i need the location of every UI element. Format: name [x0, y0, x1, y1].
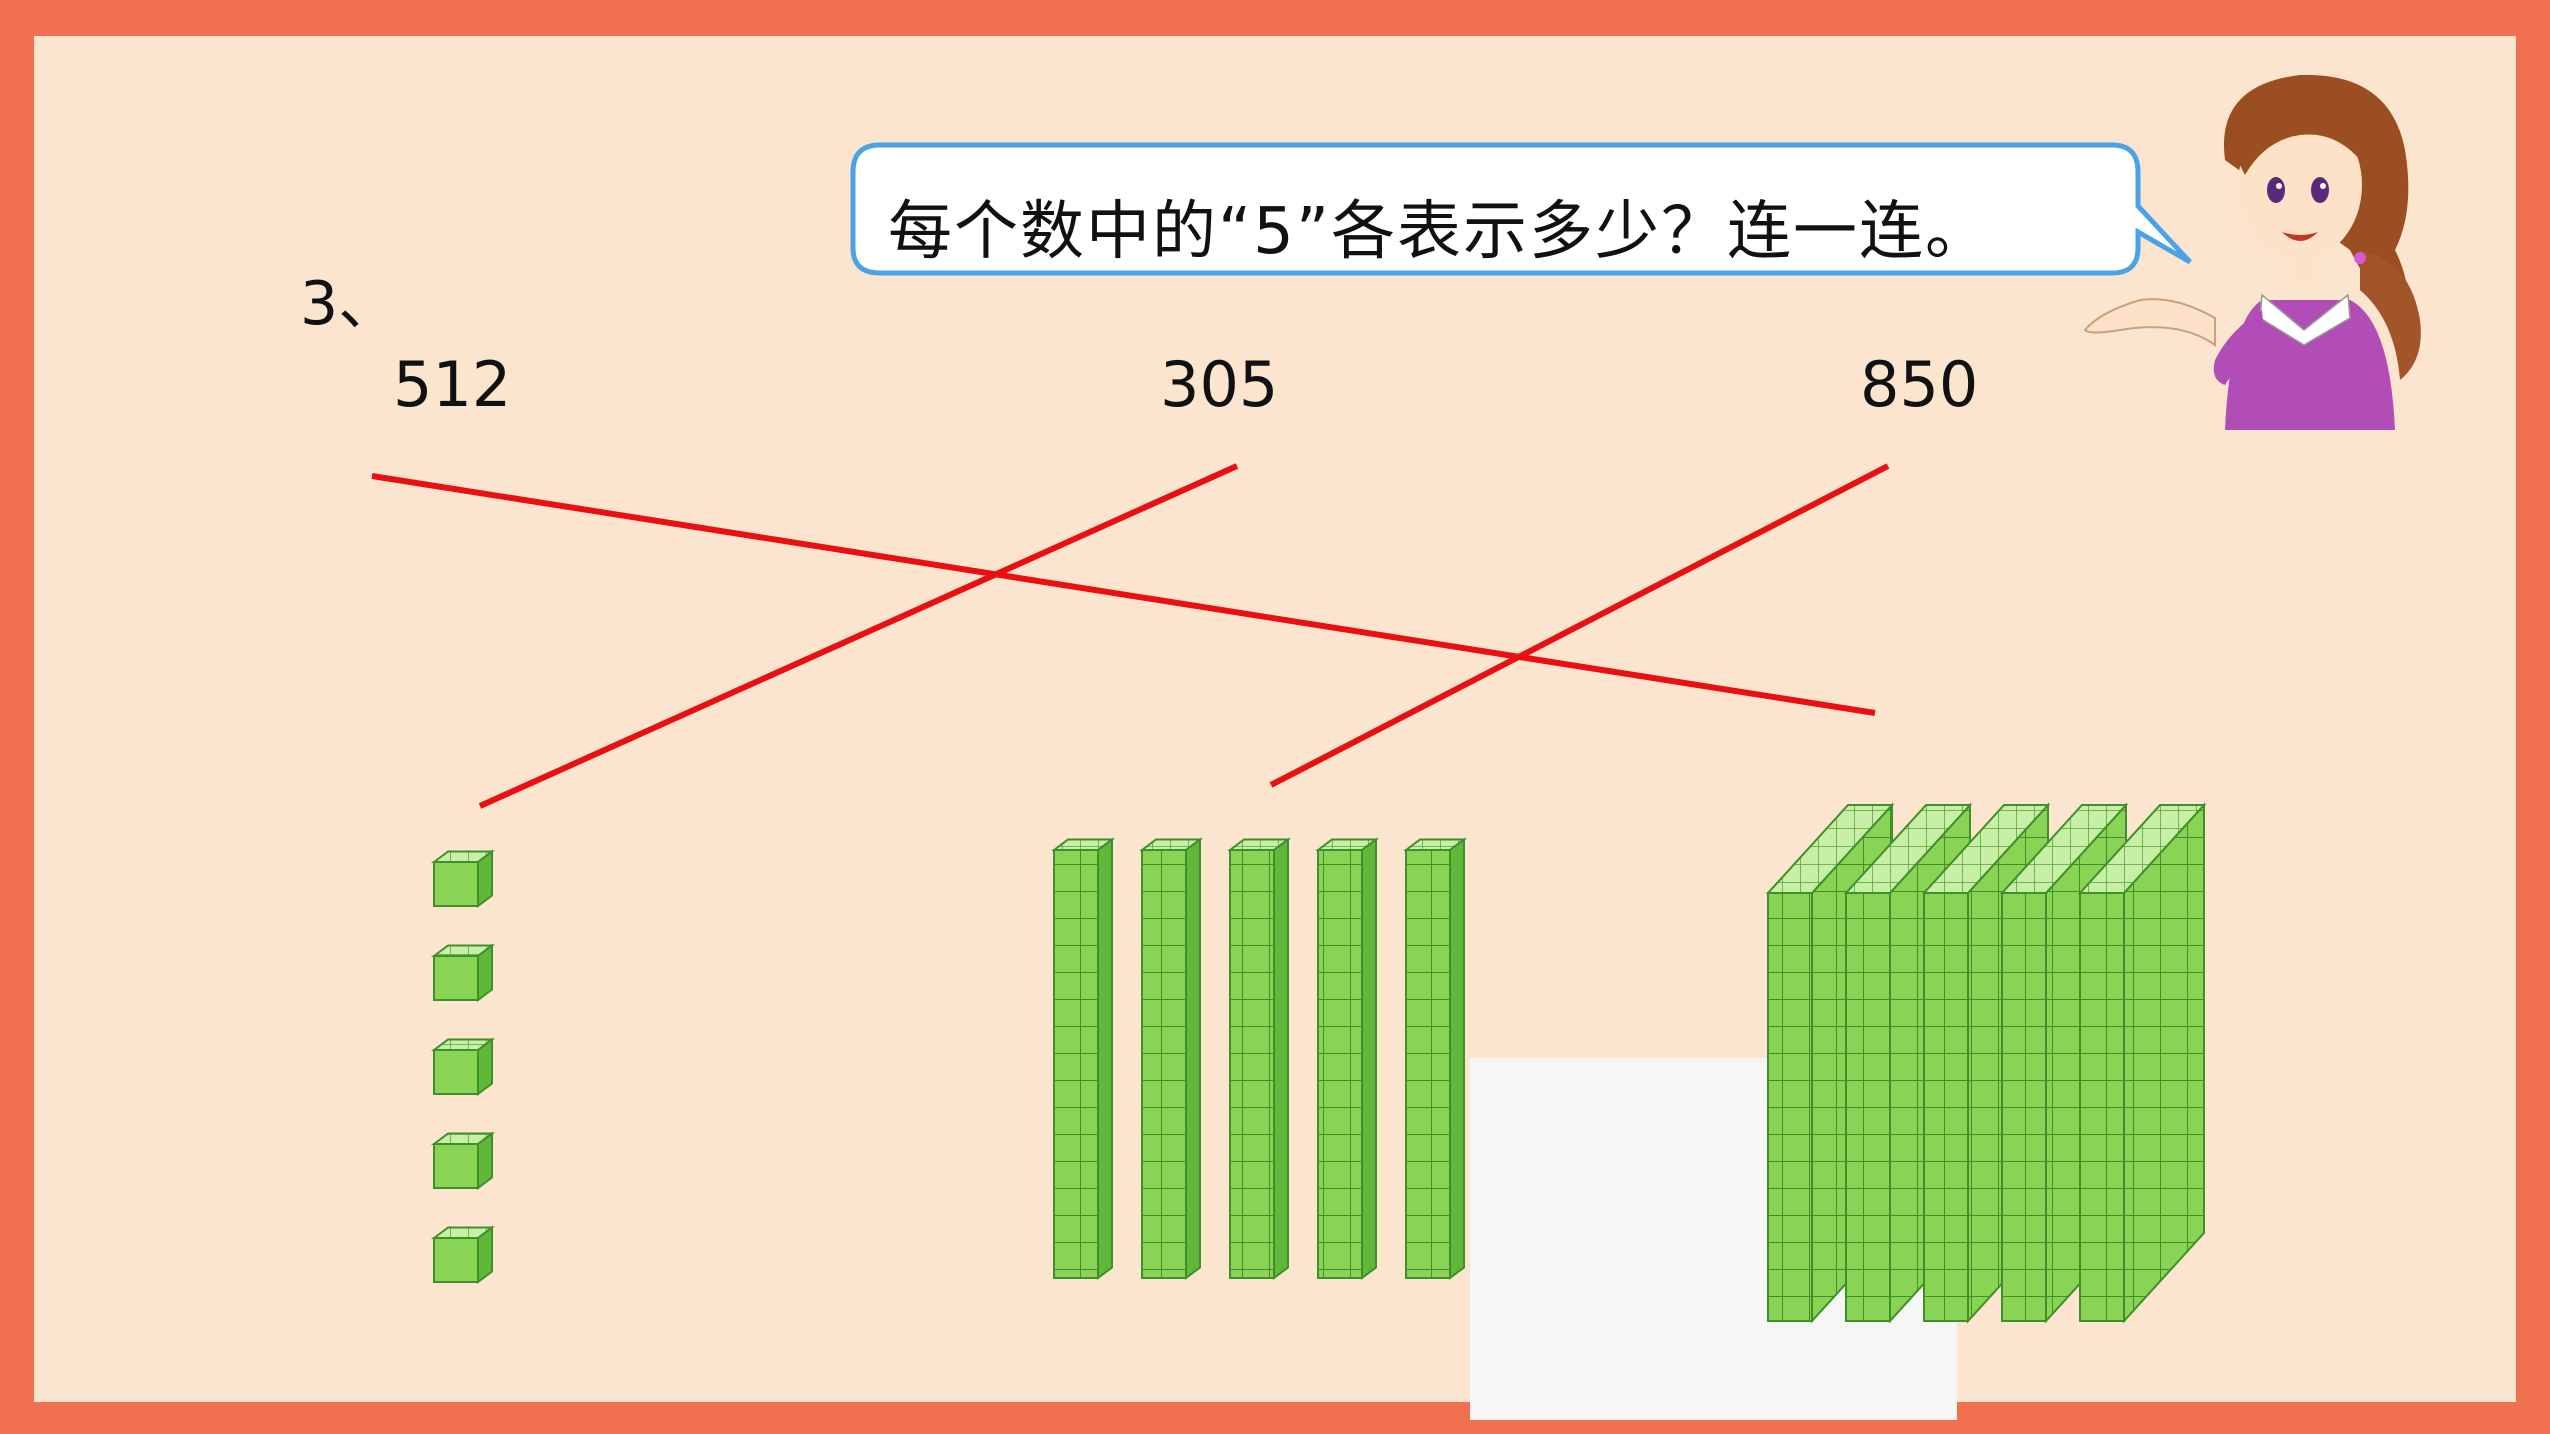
- speech-bubble-text: 每个数中的“5”各表示多少？连一连。: [888, 195, 1992, 269]
- ten-rod: [1403, 837, 1467, 1280]
- ten-rod: [1051, 837, 1115, 1280]
- connection-lines: [371, 463, 1890, 809]
- number-305: 305: [1160, 348, 1279, 421]
- ones-cubes: [431, 849, 495, 1284]
- unit-cube: [431, 1225, 495, 1284]
- hundred-flats: [1765, 802, 2207, 1324]
- unit-cube: [431, 1037, 495, 1096]
- line-512-to-hundreds: [371, 473, 1876, 716]
- speech-bubble: [850, 142, 2192, 276]
- line-850-to-tens: [1269, 463, 1890, 788]
- ten-rod: [1315, 837, 1379, 1280]
- teacher-illustration: [2083, 74, 2421, 430]
- number-512: 512: [393, 348, 512, 421]
- line-305-to-ones: [478, 463, 1239, 809]
- ten-rod: [1227, 837, 1291, 1280]
- hundred-flat: [2077, 802, 2207, 1324]
- unit-cube: [431, 1131, 495, 1190]
- question-number: 3、: [300, 269, 399, 339]
- unit-cube: [431, 943, 495, 1002]
- number-850: 850: [1860, 348, 1979, 421]
- ten-rod: [1139, 837, 1203, 1280]
- unit-cube: [431, 849, 495, 908]
- ten-rods: [1051, 837, 1467, 1280]
